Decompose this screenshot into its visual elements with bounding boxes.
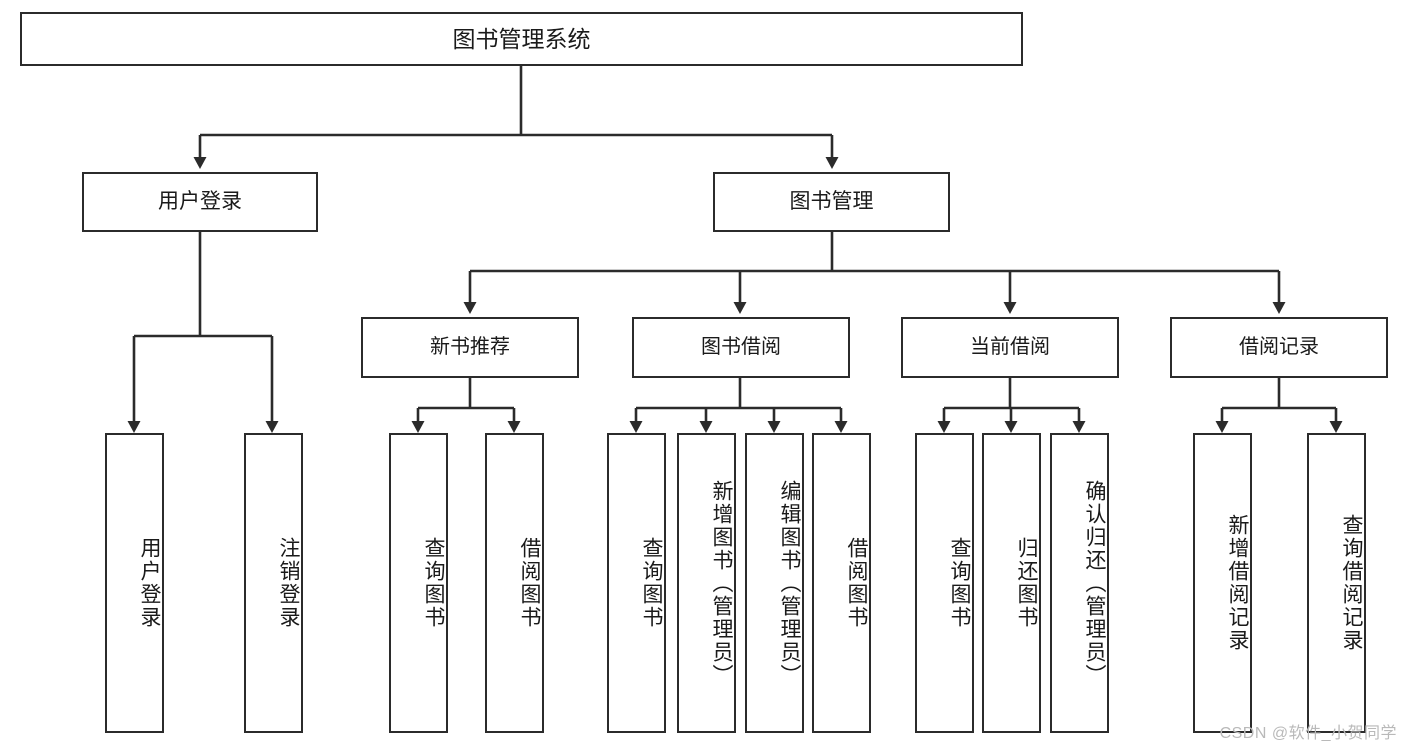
leaf-user-login-signout[interactable]: 注销登录	[244, 433, 303, 733]
node-user-login[interactable]: 用户登录	[82, 172, 318, 232]
leaf-new-book-query[interactable]: 查询图书	[389, 433, 448, 733]
node-new-book-recommend[interactable]: 新书推荐	[361, 317, 579, 378]
leaf-current-query-book[interactable]: 查询图书	[915, 433, 974, 733]
leaf-borrow-borrow-book[interactable]: 借阅图书	[812, 433, 871, 733]
leaf-current-return-book[interactable]: 归还图书	[982, 433, 1041, 733]
leaf-records-add-record[interactable]: 新增借阅记录	[1193, 433, 1252, 733]
node-borrow-records[interactable]: 借阅记录	[1170, 317, 1388, 378]
leaf-user-login-signin[interactable]: 用户登录	[105, 433, 164, 733]
watermark-label: CSDN @软件_小贺同学	[1219, 725, 1397, 742]
leaf-borrow-add-book[interactable]: 新增图书（管理员）	[677, 433, 736, 733]
leaf-new-book-borrow[interactable]: 借阅图书	[485, 433, 544, 733]
leaf-borrow-edit-book[interactable]: 编辑图书（管理员）	[745, 433, 804, 733]
node-book-borrow[interactable]: 图书借阅	[632, 317, 850, 378]
leaf-records-query-record[interactable]: 查询借阅记录	[1307, 433, 1366, 733]
node-root-system[interactable]: 图书管理系统	[20, 12, 1023, 66]
node-book-management[interactable]: 图书管理	[713, 172, 950, 232]
leaf-current-confirm-return[interactable]: 确认归还（管理员）	[1050, 433, 1109, 733]
node-current-borrow[interactable]: 当前借阅	[901, 317, 1119, 378]
leaf-borrow-query-book[interactable]: 查询图书	[607, 433, 666, 733]
